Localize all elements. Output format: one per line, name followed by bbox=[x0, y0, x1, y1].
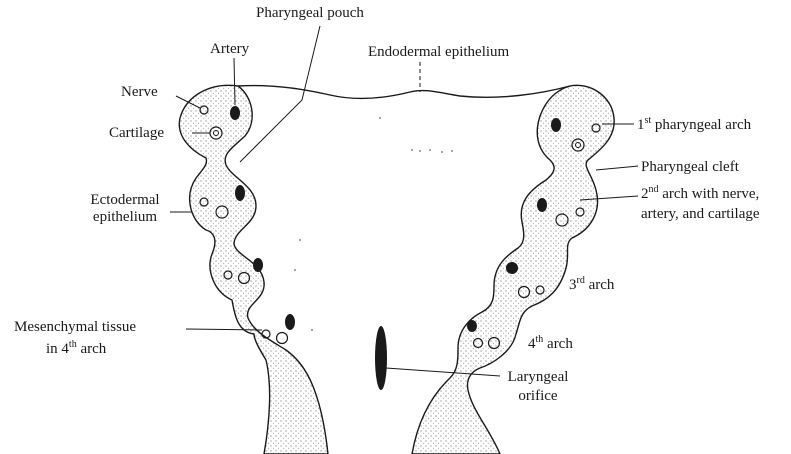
endodermal-epithelium-outline bbox=[238, 85, 570, 98]
laryngeal-orifice-shape bbox=[375, 326, 387, 390]
label-pharyngeal-pouch: Pharyngeal pouch bbox=[256, 5, 364, 22]
label-cartilage: Cartilage bbox=[109, 125, 164, 142]
label-arch1-post: pharyngeal arch bbox=[651, 117, 751, 133]
label-pharyngeal-cleft: Pharyngeal cleft bbox=[641, 159, 739, 176]
artery-2-left bbox=[235, 185, 245, 201]
label-arch4: 4th arch bbox=[528, 331, 573, 353]
label-arch3-sup: rd bbox=[577, 275, 585, 286]
label-mesenchymal-tissue: Mesenchymal tissue in 4th arch bbox=[14, 319, 136, 358]
label-laryngeal-line1: Laryngeal bbox=[500, 369, 576, 386]
label-mesenchymal-line2: in 4th arch bbox=[14, 336, 136, 358]
label-arch1: 1st pharyngeal arch bbox=[637, 112, 751, 134]
leader-cleft bbox=[596, 166, 638, 170]
label-laryngeal-orifice: Laryngeal orifice bbox=[500, 369, 576, 405]
label-arch4-pre: 4 bbox=[528, 336, 536, 352]
label-arch2-pre: 2 bbox=[641, 186, 649, 202]
artery-3-right bbox=[506, 262, 518, 274]
label-arch2-line1: 2nd arch with nerve, bbox=[641, 181, 760, 203]
label-arch1-pre: 1 bbox=[637, 117, 645, 133]
label-mesenchymal-post: arch bbox=[77, 341, 107, 357]
leader-laryngeal bbox=[386, 368, 500, 376]
label-mesenchymal-sup: th bbox=[69, 339, 77, 350]
label-ectodermal-epithelium: Ectodermal epithelium bbox=[82, 192, 168, 226]
label-artery: Artery bbox=[210, 41, 249, 58]
leader-pharyngeal-pouch bbox=[240, 26, 320, 162]
label-arch4-post: arch bbox=[543, 336, 573, 352]
artery-3-left bbox=[253, 258, 263, 272]
artery-1-right bbox=[551, 118, 561, 132]
label-mesenchymal-pre: in 4 bbox=[46, 341, 69, 357]
artery-4-right bbox=[467, 320, 477, 332]
left-pharyngeal-wall bbox=[179, 85, 328, 454]
label-ectodermal-line1: Ectodermal bbox=[82, 192, 168, 209]
label-arch3: 3rd arch bbox=[569, 272, 614, 294]
label-arch2-post: arch with nerve, bbox=[659, 186, 760, 202]
label-arch2-line2: artery, and cartilage bbox=[641, 206, 760, 223]
artery-4-left bbox=[285, 314, 295, 330]
label-laryngeal-line2: orifice bbox=[500, 388, 576, 405]
label-nerve: Nerve bbox=[121, 84, 158, 101]
artery-2-right bbox=[537, 198, 547, 212]
pharynx-speckles bbox=[294, 117, 453, 331]
label-mesenchymal-line1: Mesenchymal tissue bbox=[14, 319, 136, 336]
label-arch3-post: arch bbox=[585, 277, 615, 293]
label-arch3-pre: 3 bbox=[569, 277, 577, 293]
label-ectodermal-line2: epithelium bbox=[82, 209, 168, 226]
artery-1-left bbox=[230, 106, 240, 120]
label-arch2: 2nd arch with nerve, artery, and cartila… bbox=[641, 181, 760, 223]
label-arch2-sup: nd bbox=[649, 184, 659, 195]
cartilage-4-left bbox=[277, 333, 288, 344]
label-endodermal-epithelium: Endodermal epithelium bbox=[368, 44, 509, 61]
